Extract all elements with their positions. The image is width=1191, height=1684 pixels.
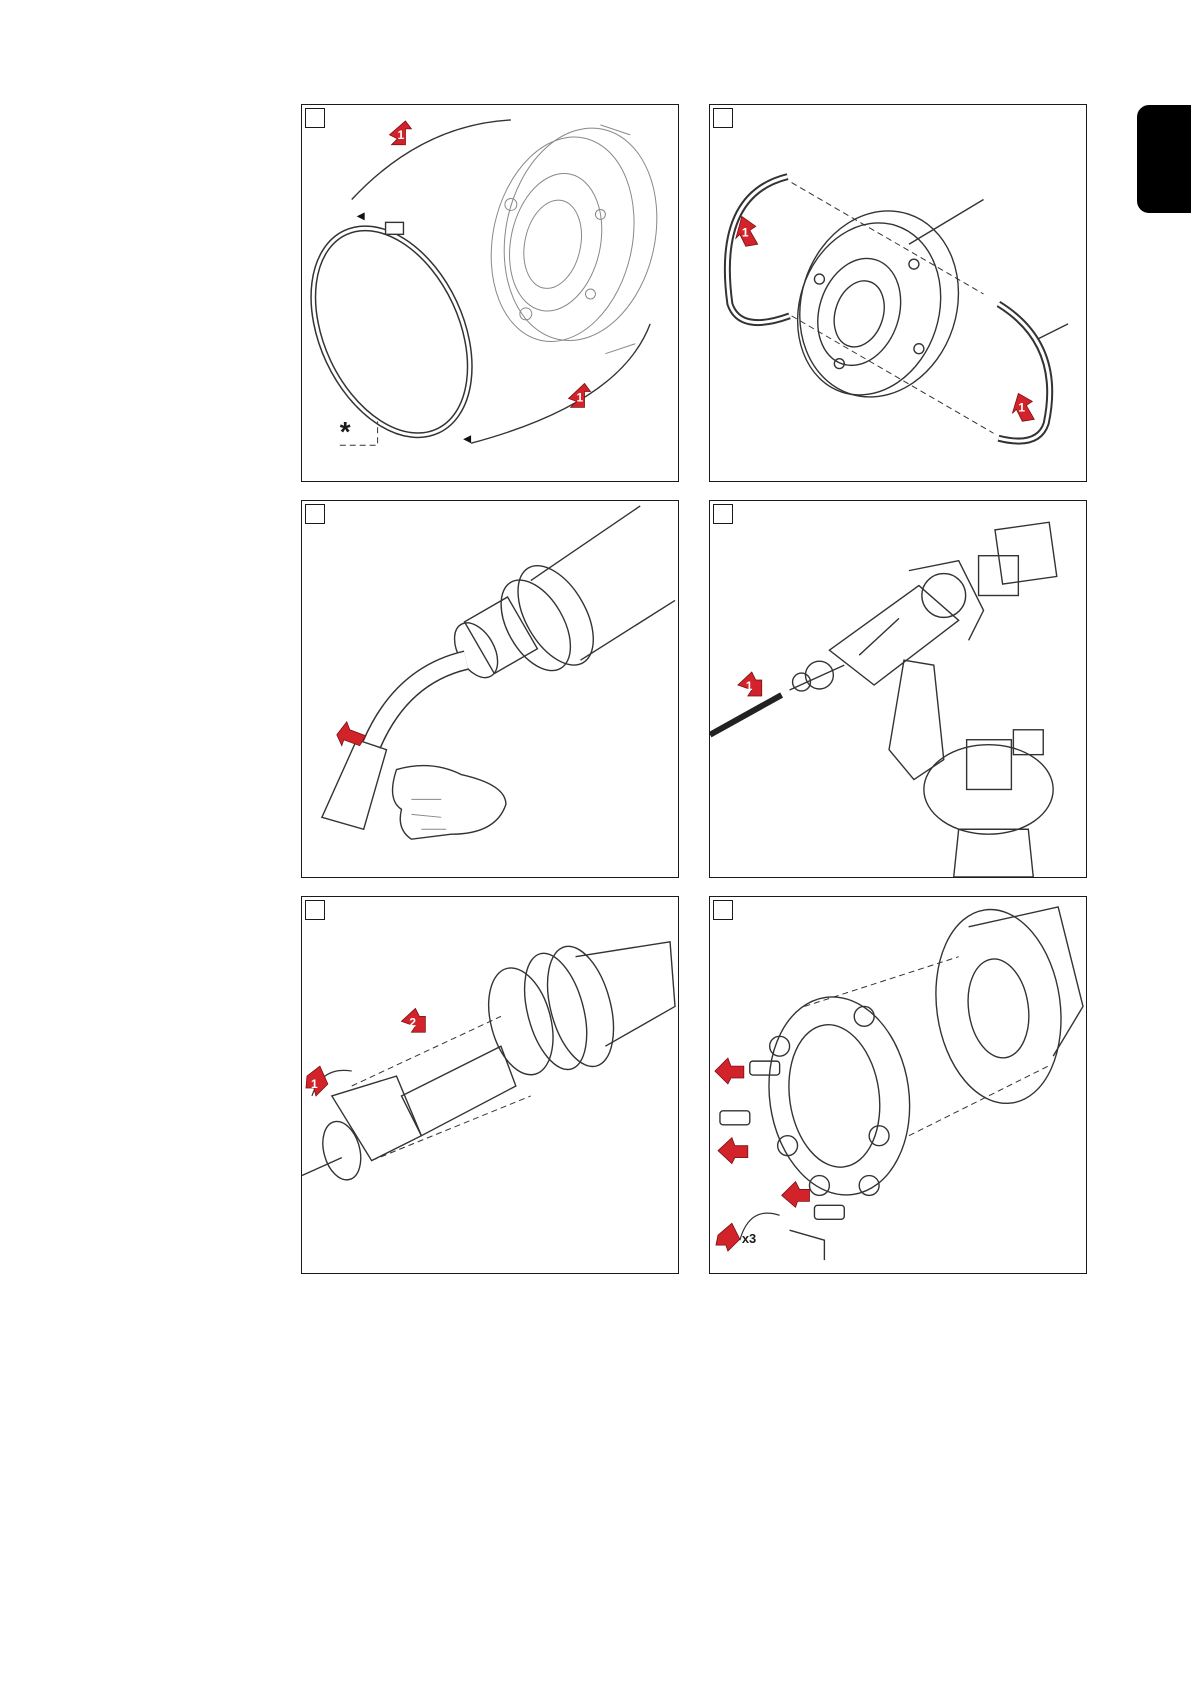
rotation-arrow-icon [716,1223,740,1251]
ring-removal-illustration: 1 1 * [302,105,678,481]
repeat-count-label: x3 [742,1231,756,1246]
red-direction-arrow-icon [337,722,366,746]
red-direction-arrow-icon: 2 [401,1008,425,1032]
svg-text:1: 1 [1018,400,1025,414]
illustration-panel-3 [301,500,679,878]
illustration-panel-5: 1 2 [301,896,679,1274]
illustration-panel-2: 1 1 [709,104,1087,482]
illustration-panel-1: 1 1 * [301,104,679,482]
red-direction-arrow-icon: 1 [738,672,762,696]
robot-arm-illustration: 1 [710,501,1086,877]
red-direction-arrow-icon: 1 [390,121,412,145]
svg-text:1: 1 [742,225,749,239]
illustration-panel-6: x3 [709,896,1087,1274]
screw-removal-illustration: x3 [710,897,1086,1273]
red-direction-arrow-icon [718,1138,748,1164]
svg-text:1: 1 [311,1077,318,1091]
torch-neck-pull-illustration [302,501,678,877]
illustration-panel-4: 1 [709,500,1087,878]
rotation-arrow-icon: 1 [306,1066,328,1096]
red-direction-arrow-icon [715,1058,744,1084]
svg-text:1: 1 [577,390,584,404]
svg-text:1: 1 [746,679,753,693]
nut-removal-illustration: 1 2 [302,897,678,1273]
svg-text:2: 2 [409,1015,416,1029]
red-direction-arrow-icon [782,1181,810,1207]
split-ring-removal-illustration: 1 1 [710,105,1086,481]
red-direction-arrow-icon: 1 [1012,393,1034,421]
section-tab-marker [1137,105,1191,213]
callout-asterisk: * [340,416,351,447]
svg-text:1: 1 [397,128,404,142]
